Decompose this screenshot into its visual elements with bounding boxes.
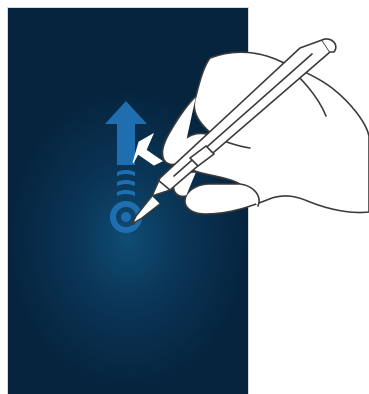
- hand-icon: [162, 52, 369, 214]
- button-press-icon: [133, 134, 162, 165]
